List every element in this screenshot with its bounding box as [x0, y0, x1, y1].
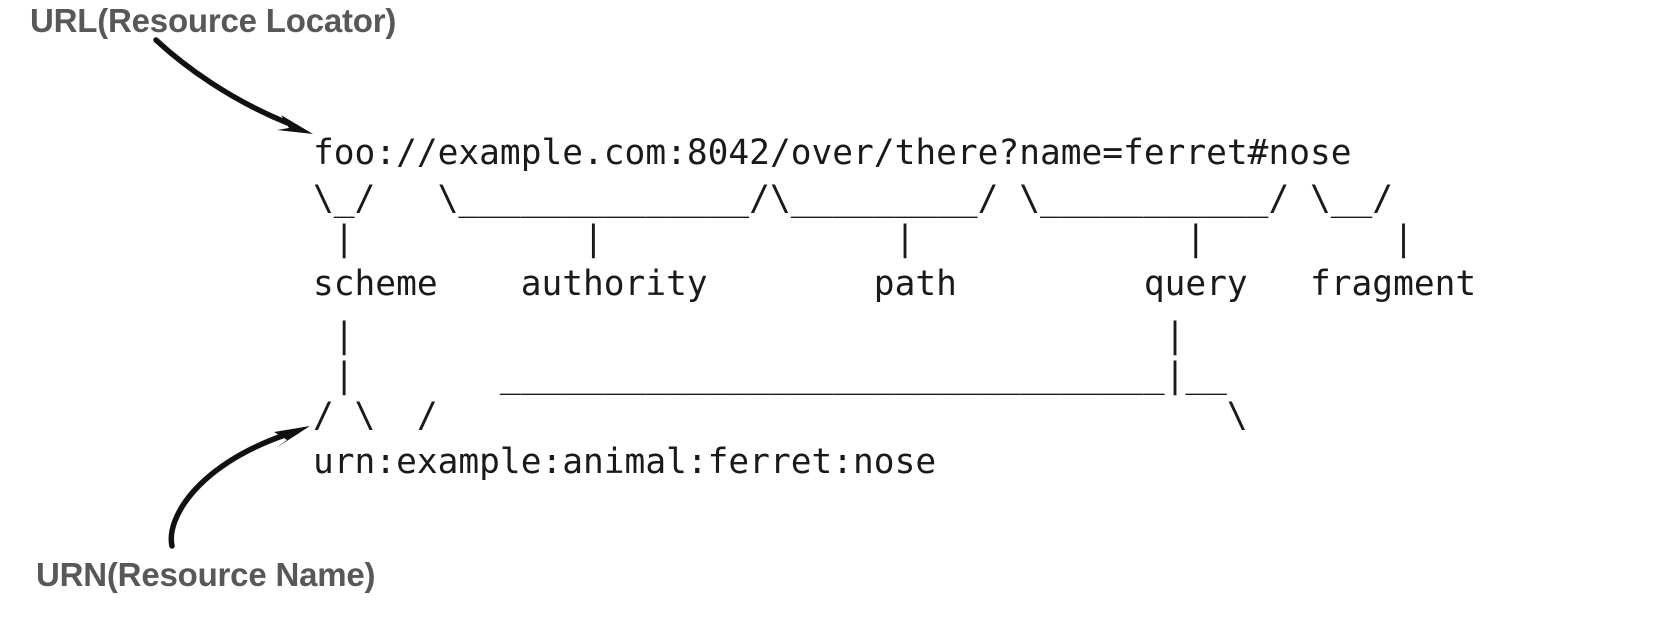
ascii-row-stems: | | | | |	[313, 218, 1414, 259]
ascii-row-urn-stem: | |	[313, 316, 1186, 356]
ascii-row-brackets: \_/ \______________/\_________/ \_______…	[313, 178, 1394, 219]
ascii-row-urn-bracket: | ________________________________|__	[313, 356, 1227, 396]
urn-annotation-label: URN(Resource Name)	[36, 556, 376, 593]
curved-arrow-down-right-icon	[153, 37, 313, 134]
uri-syntax-ascii-diagram: foo://example.com:8042/over/there?name=f…	[313, 131, 1476, 485]
ascii-row-urn-slash: / \ / \	[313, 396, 1248, 436]
ascii-row-component-labels: scheme authority path query fragment	[313, 264, 1477, 304]
ascii-row-urn: urn:example:animal:ferret:nose	[313, 441, 937, 482]
ascii-row-url: foo://example.com:8042/over/there?name=f…	[313, 133, 1352, 173]
curved-arrow-up-right-icon	[168, 426, 310, 549]
url-annotation-label: URL(Resource Locator)	[30, 2, 397, 39]
